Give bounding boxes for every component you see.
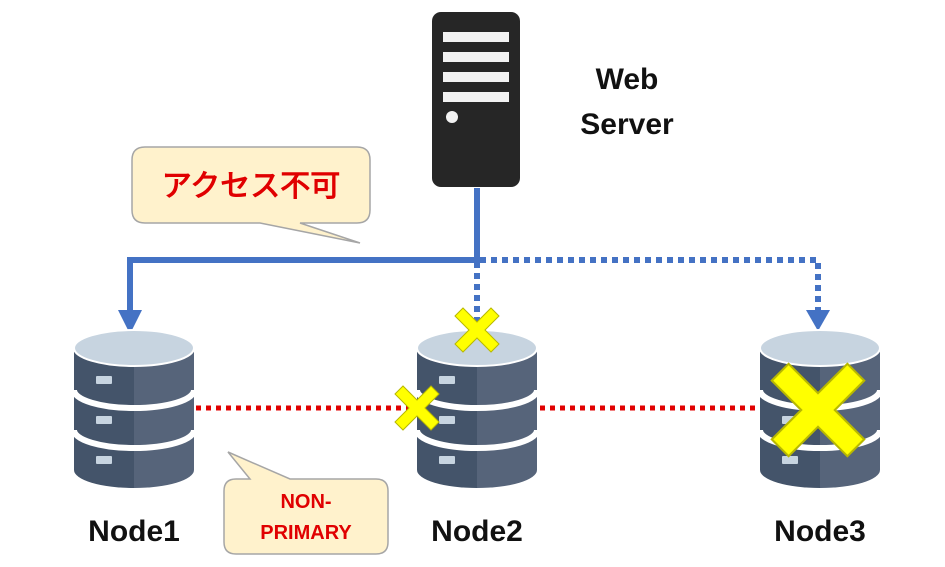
node2-label: Node2 xyxy=(431,515,523,548)
access-denied-callout: アクセス不可 xyxy=(131,146,371,244)
non-primary-text-line2: PRIMARY xyxy=(260,522,352,544)
non-primary-text-line1: NON- xyxy=(280,491,331,513)
non-primary-callout: NON- PRIMARY xyxy=(223,451,389,555)
node2-database-icon xyxy=(417,330,537,488)
node1-database-icon xyxy=(74,330,194,488)
access-denied-text: アクセス不可 xyxy=(162,169,341,204)
active-link-node1 xyxy=(118,188,480,334)
web-server-icon xyxy=(432,12,520,187)
node3-label: Node3 xyxy=(774,515,866,548)
web-server-label-line2: Server xyxy=(580,108,674,141)
blocked-link-node3 xyxy=(480,257,821,312)
arrowhead-node3 xyxy=(806,310,830,331)
web-server-label-line1: Web xyxy=(596,63,659,96)
node1-label: Node1 xyxy=(88,515,180,548)
